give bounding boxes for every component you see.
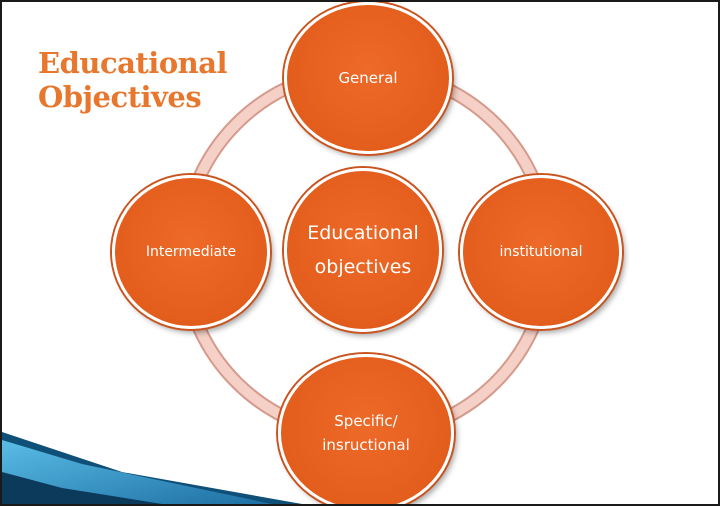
node-general: General <box>284 2 452 154</box>
node-institutional-label: institutional <box>499 244 583 260</box>
title-line-1: Educational <box>38 46 228 80</box>
title-line-2: Objectives <box>38 80 202 114</box>
node-specific-line-1: Specific/ <box>334 412 398 430</box>
corner-accent <box>2 440 272 504</box>
node-educational-objectives: Educational objectives <box>284 168 442 332</box>
node-general-label: General <box>338 69 398 87</box>
node-intermediate: Intermediate <box>112 175 270 329</box>
node-institutional: institutional <box>460 175 622 329</box>
node-specific-line-2: insructional <box>322 436 410 454</box>
node-center-line-1: Educational <box>307 222 419 244</box>
corner-accent-shadow <box>2 472 162 504</box>
slide-title: Educational Objectives <box>38 46 228 114</box>
node-intermediate-label: Intermediate <box>145 244 237 260</box>
node-center-line-2: objectives <box>314 256 412 278</box>
node-specific-instructional: Specific/ insructional <box>278 354 454 504</box>
